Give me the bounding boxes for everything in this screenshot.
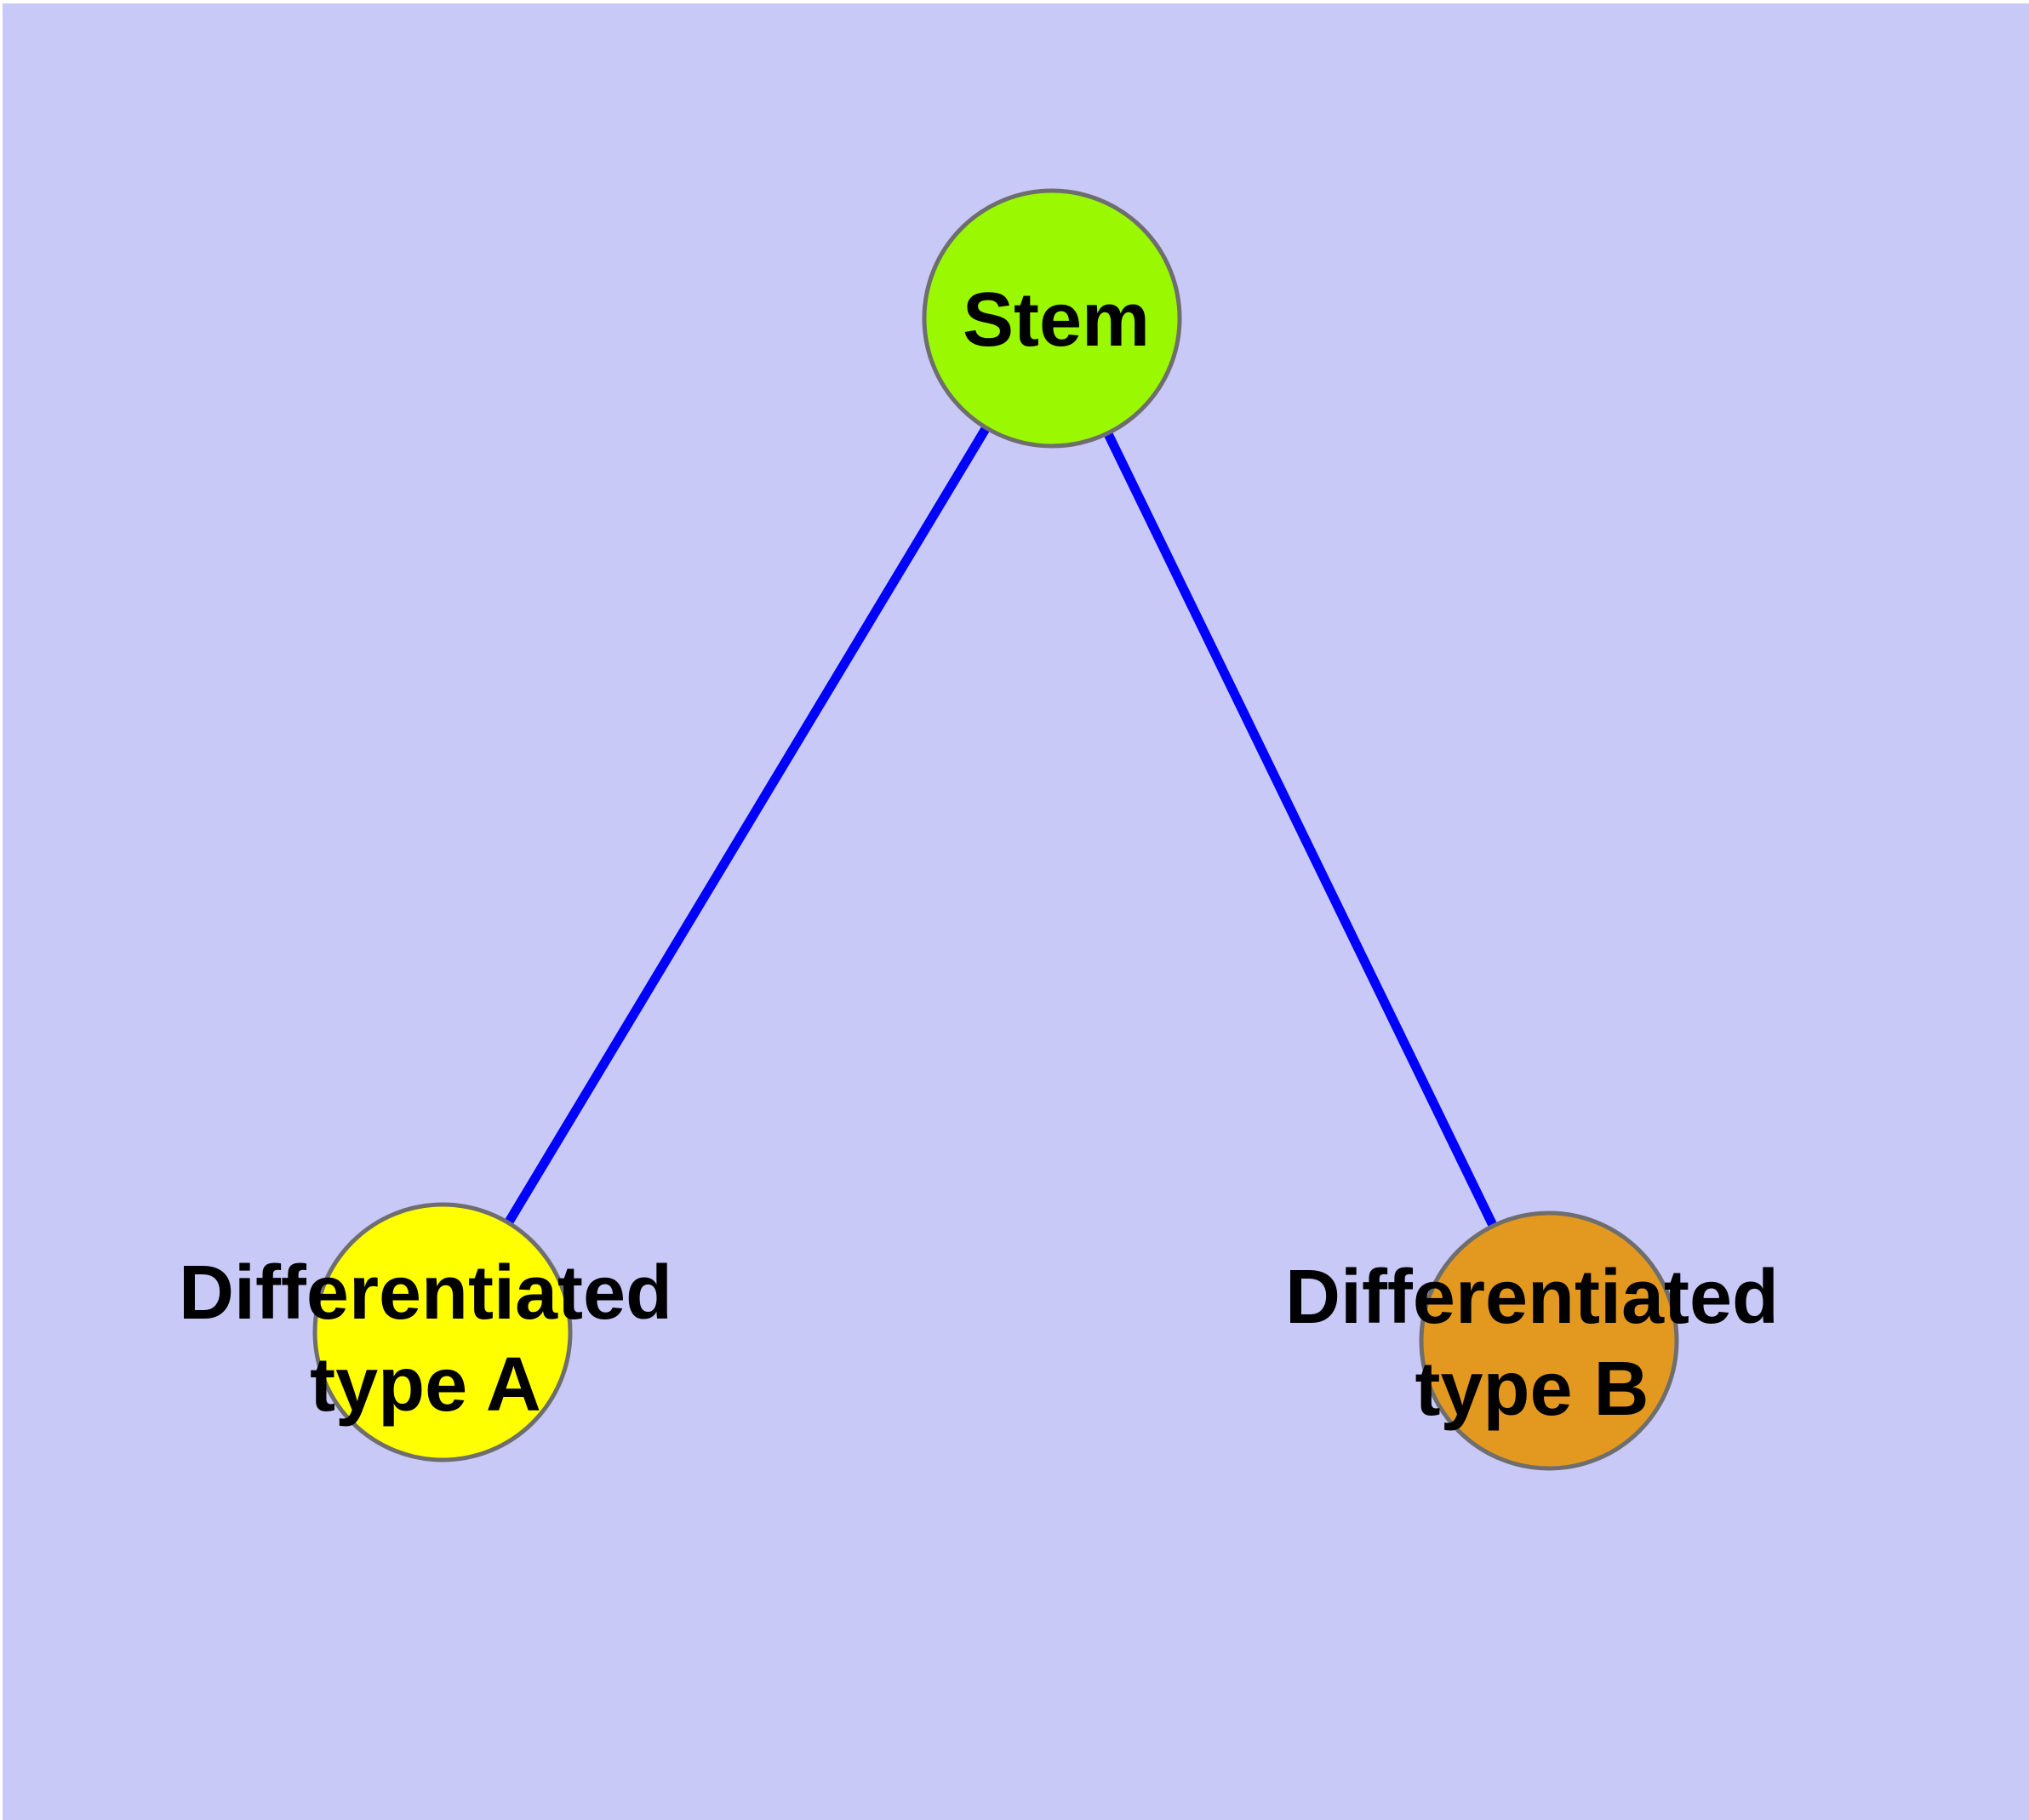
- node-stem: [922, 188, 1182, 449]
- node-differentiated-type-a: [312, 1202, 573, 1462]
- edge-stem-to-type-b: [1048, 316, 1553, 1343]
- edge-stem-to-type-a: [438, 316, 1056, 1335]
- node-differentiated-type-a-label-line2: type A: [310, 1342, 541, 1428]
- node-differentiated-type-b-label-line2: type B: [1415, 1347, 1649, 1432]
- node-differentiated-type-a-label-line1: Differentiated: [179, 1251, 672, 1336]
- node-stem-label: Stem: [963, 278, 1150, 363]
- node-differentiated-type-b-label-line1: Differentiated: [1285, 1255, 1779, 1340]
- node-differentiated-type-b: [1419, 1210, 1679, 1471]
